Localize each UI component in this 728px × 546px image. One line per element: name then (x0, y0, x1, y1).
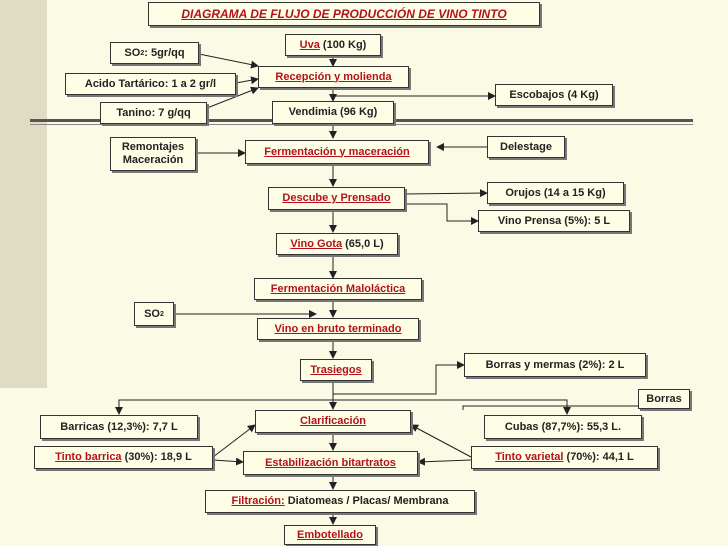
arrow-barrica-estabilizacion (212, 457, 244, 466)
arrow-varietal-clarificacion (410, 424, 472, 458)
node-tinto-varietal: Tinto varietal (70%): 44,1 L (471, 446, 658, 469)
node-estabilizacion: Estabilización bitartratos (243, 451, 418, 475)
node-remontajes-maceracion: Remontajes Maceración (110, 137, 196, 171)
node-descube-prensado: Descube y Prensado (268, 187, 405, 210)
arrow-varietal-estabilizacion (417, 457, 472, 466)
node-escobajos: Escobajos (4 Kg) (495, 84, 613, 106)
node-vendimia: Vendimia (96 Kg) (272, 101, 394, 124)
node-acido-tartarico: Acido Tartárico: 1 a 2 gr/l (65, 73, 236, 95)
arrow-descube-prensa (405, 203, 479, 225)
node-borras: Borras (638, 389, 690, 409)
node-cubas: Cubas (87,7%): 55,3 L. (484, 415, 642, 439)
arrow-to-cubas (333, 399, 571, 415)
node-vino-prensa: Vino Prensa (5%): 5 L (478, 210, 630, 232)
node-barricas: Barricas (12,3%): 7,7 L (40, 415, 198, 439)
node-orujos: Orujos (14 a 15 Kg) (487, 182, 624, 204)
node-borras-mermas: Borras y mermas (2%): 2 L (464, 353, 646, 377)
node-recepcion-molienda: Recepción y molienda (258, 66, 409, 88)
node-tanino: Tanino: 7 g/qq (100, 102, 207, 124)
node-embotellado: Embotellado (284, 525, 376, 545)
node-filtracion: Filtración: Diatomeas / Placas/ Membrana (205, 490, 475, 513)
node-trasiegos: Trasiegos (300, 359, 372, 381)
arrow-to-barricas (115, 399, 333, 415)
node-tinto-barrica: Tinto barrica (30%): 18,9 L (34, 446, 213, 469)
diagram-title: DIAGRAMA DE FLUJO DE PRODUCCIÓN DE VINO … (148, 2, 540, 26)
arrow-borras-mermas (333, 361, 465, 395)
node-uva-value: (100 Kg) (322, 38, 367, 51)
node-fermentacion-maceracion: Fermentación y maceración (245, 140, 429, 164)
arrow-descube-orujos (404, 189, 488, 198)
arrow-to-borras (462, 403, 668, 411)
node-uva: Uva (100 Kg) (285, 34, 381, 56)
arrow-acido-recepcion (235, 76, 259, 85)
node-vino-bruto-terminado: Vino en bruto terminado (257, 318, 419, 340)
left-decor-bar (0, 0, 47, 388)
separator-line-thin (30, 124, 693, 125)
node-vino-gota: Vino Gota (65,0 L) (276, 233, 398, 255)
arrow-tanino-recepcion (206, 86, 259, 109)
node-clarificacion: Clarificación (255, 410, 411, 433)
arrow-barrica-clarificacion (212, 424, 256, 458)
node-fermentacion-malolactica: Fermentación Maloláctica (254, 278, 422, 300)
node-delestage: Delestage (487, 136, 565, 158)
node-uva-name: Uva (299, 38, 320, 51)
arrow-so2dose-recepcion (198, 53, 259, 69)
